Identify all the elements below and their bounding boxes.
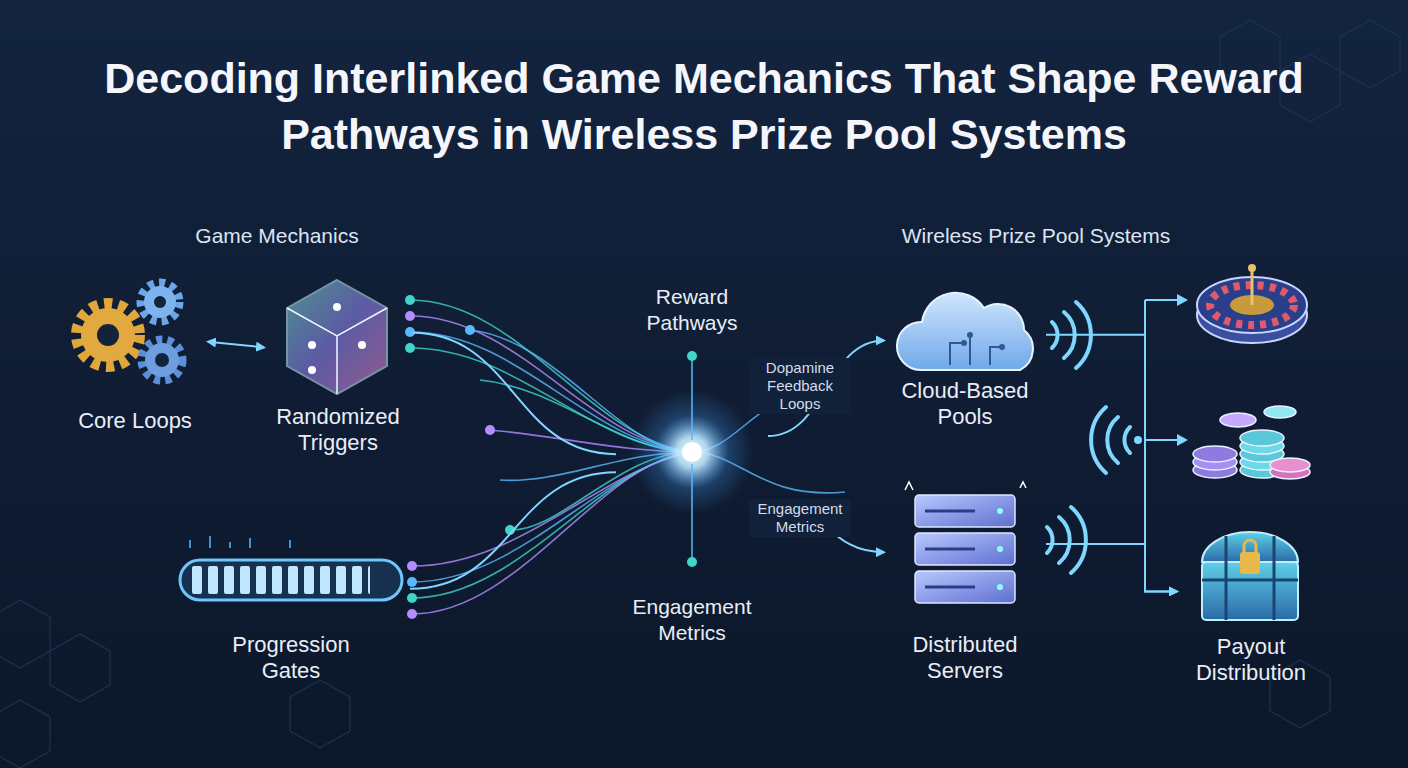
- payout-node: Payout Distribution: [1177, 520, 1325, 686]
- connector: [412, 333, 616, 454]
- node-label: Engagement Metrics: [622, 594, 762, 646]
- connector: [410, 472, 616, 589]
- connector: [1046, 335, 1177, 592]
- progression-node: Progression Gates: [172, 548, 410, 684]
- reward-hub: Reward PathwaysEngagement Metrics: [616, 284, 768, 646]
- node-label: Randomized Triggers: [270, 404, 406, 456]
- cloud-pool-node: Cloud-Based Pools: [884, 290, 1046, 430]
- connector: [1046, 544, 1177, 591]
- trigger-node: Randomized Triggers: [264, 272, 412, 456]
- section-label: Wireless Prize Pool Systems: [902, 224, 1170, 248]
- section-label: Game Mechanics: [195, 224, 358, 248]
- node-label: Progression Gates: [216, 632, 366, 684]
- node-label: Distributed Servers: [890, 632, 1040, 684]
- node-label: Core Loops: [78, 408, 192, 434]
- node-label: Reward Pathways: [622, 284, 762, 336]
- node-label: Payout Distribution: [1183, 634, 1319, 686]
- edge-label: Dopamine Feedback Loops: [749, 358, 851, 414]
- node-label: Cloud-Based Pools: [890, 378, 1040, 430]
- diagram-title: Decoding Interlinked Game Mechanics That…: [94, 50, 1314, 162]
- edge-label: Engagement Metrics: [749, 499, 851, 537]
- server-node: Distributed Servers: [884, 478, 1046, 684]
- core-loops-node: Core Loops: [62, 272, 208, 434]
- connector: [208, 342, 264, 348]
